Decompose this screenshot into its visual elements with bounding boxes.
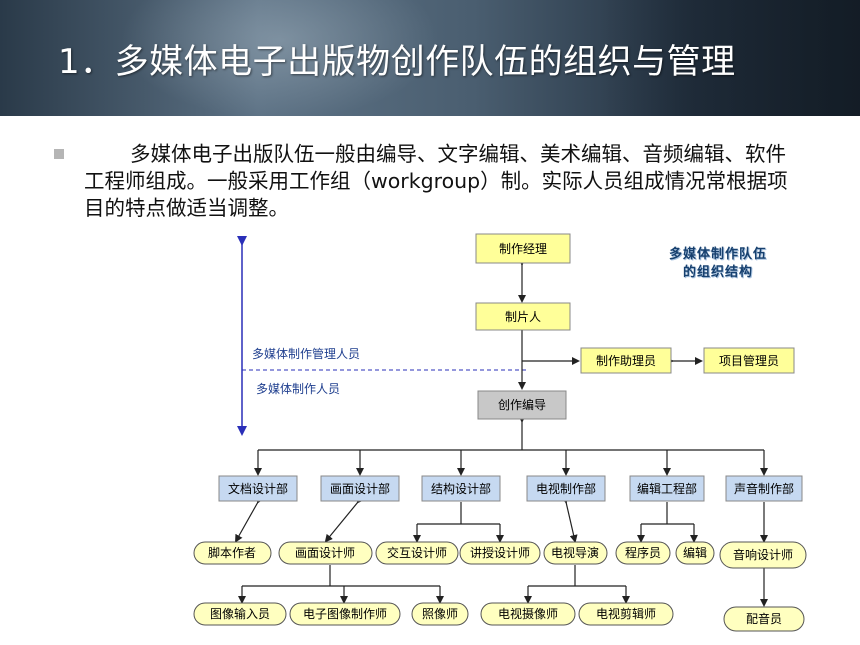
dept-visual-design <box>320 475 400 502</box>
box-project-manager-label: 项目管理员 <box>719 353 779 368</box>
connector-tv-director <box>560 495 578 543</box>
dept-structure-design <box>421 475 501 502</box>
role-programmer <box>615 541 671 565</box>
box-manager-label: 制作经理 <box>499 242 547 256</box>
role-image-input-label: 图像输入员 <box>210 606 270 621</box>
box-manager <box>475 233 571 264</box>
box-director <box>477 390 567 420</box>
banner-shade <box>600 0 860 116</box>
dept-tv-production <box>526 475 606 502</box>
role-tv-editor <box>578 602 674 626</box>
dept-sound-production <box>725 475 803 502</box>
role-tv-camera-label: 电视摄像师 <box>498 606 558 621</box>
role-tv-editor-label: 电视剪辑师 <box>596 606 656 621</box>
dept-doc-design-label: 文档设计部 <box>228 481 288 496</box>
dept-visual-design-label: 画面设计部 <box>330 481 390 496</box>
box-assistant <box>580 347 672 374</box>
bullet-square <box>54 149 64 159</box>
role-tv-director-label: 电视导演 <box>551 545 599 560</box>
role-e-image-maker <box>289 602 401 626</box>
chart-title-line-1: 多媒体制作队伍 <box>668 247 767 262</box>
box-project-manager <box>703 347 795 374</box>
role-lecture-designer <box>459 541 541 565</box>
role-script-writer-label: 脚本作者 <box>208 545 256 560</box>
role-image-input <box>193 602 287 626</box>
banner-glow <box>120 0 440 116</box>
role-tv-director <box>543 541 608 565</box>
role-sound-designer <box>719 541 807 569</box>
role-editor <box>675 541 715 565</box>
role-photographer-label: 照像师 <box>422 607 458 621</box>
label-management: 多媒体制作管理人员 <box>252 347 361 361</box>
role-tv-camera <box>480 602 576 626</box>
role-e-image-maker-label: 电子图像制作师 <box>303 607 387 621</box>
body-paragraph: 多媒体电子出版队伍一般由编导、文字编辑、美术编辑、音频编辑、软件工程师组成。一般… <box>84 142 788 220</box>
chart-title-stamp: 多媒体制作队伍 的组织结构 <box>648 246 788 282</box>
box-director-label: 创作编导 <box>498 397 546 412</box>
role-interaction-designer-label: 交互设计师 <box>387 545 447 560</box>
dept-doc-design <box>218 475 298 502</box>
dept-sound-production-label: 声音制作部 <box>734 481 794 496</box>
dept-edit-engineering <box>629 475 705 502</box>
box-assistant-label: 制作助理员 <box>596 354 656 368</box>
box-producer-label: 制片人 <box>505 310 541 324</box>
role-voice-actor-label: 配音员 <box>746 611 782 626</box>
role-visual-designer <box>278 541 373 565</box>
role-editor-label: 编辑 <box>683 545 707 560</box>
role-lecture-designer-label: 讲授设计师 <box>470 545 530 560</box>
role-interaction-designer <box>375 541 459 565</box>
role-photographer <box>411 602 469 626</box>
chart-title-line-2: 的组织结构 <box>682 265 753 280</box>
role-voice-actor <box>723 606 805 632</box>
dept-edit-engineering-label: 编辑工程部 <box>637 481 697 496</box>
dept-tv-production-label: 电视制作部 <box>536 481 596 496</box>
connector-script-writer <box>235 494 265 543</box>
box-producer <box>475 302 571 331</box>
role-programmer-label: 程序员 <box>625 545 661 560</box>
label-production: 多媒体制作人员 <box>256 382 341 396</box>
dept-structure-design-label: 结构设计部 <box>431 481 491 496</box>
connector-visual-designer <box>324 494 365 543</box>
slide-title: 1．多媒体电子出版物创作队伍的组织与管理 <box>58 42 736 82</box>
role-script-writer <box>193 541 272 565</box>
header-banner: 1．多媒体电子出版物创作队伍的组织与管理 <box>0 0 860 116</box>
role-sound-designer-label: 音响设计师 <box>733 547 793 562</box>
role-visual-designer-label: 画面设计师 <box>295 546 355 560</box>
